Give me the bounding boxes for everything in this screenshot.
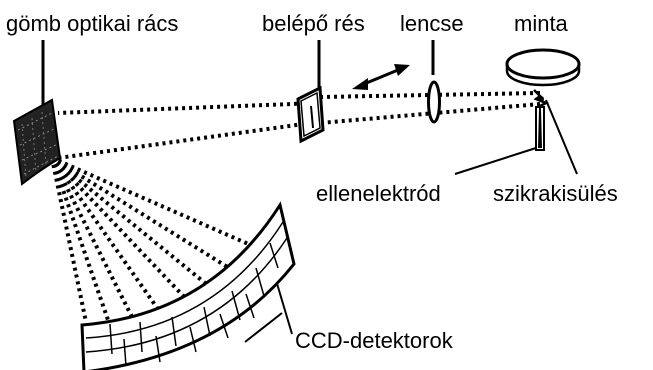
lens	[427, 80, 441, 124]
label-lens: lencse	[400, 11, 464, 36]
entrance-slit	[296, 85, 325, 144]
ccd-detectors	[80, 201, 296, 370]
light-beams	[50, 91, 541, 323]
sample	[505, 48, 581, 87]
grating-plate	[12, 98, 62, 186]
label-sample: minta	[514, 11, 569, 36]
label-spark: szikrakisülés	[493, 181, 618, 206]
spark	[533, 89, 550, 108]
label-counter-electrode: ellenelektród	[316, 181, 441, 206]
label-slit: belépő rés	[262, 11, 365, 36]
counter-electrode	[535, 106, 545, 151]
label-ccd: CCD-detektorok	[295, 328, 454, 353]
label-grating: gömb optikai rács	[6, 11, 178, 36]
movement-arrow	[352, 64, 410, 90]
